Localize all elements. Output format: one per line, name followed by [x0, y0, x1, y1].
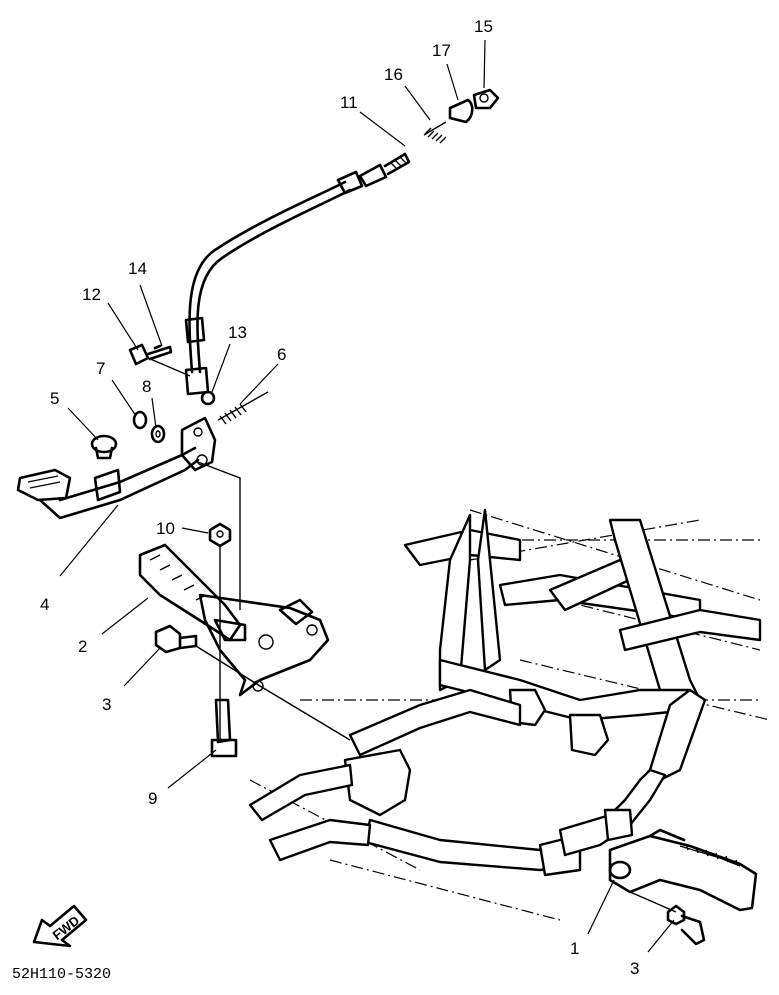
callout-2: 2: [78, 637, 87, 656]
pedal-cap: [90, 434, 118, 460]
callout-3-right: 3: [630, 959, 639, 978]
clevis: [448, 98, 474, 124]
drawing-code: 52H110-5320: [12, 966, 111, 983]
callout-5: 5: [50, 389, 59, 408]
callout-8: 8: [142, 377, 151, 396]
callout-4: 4: [40, 595, 49, 614]
callout-3-left: 3: [102, 695, 111, 714]
callout-11: 11: [340, 93, 358, 112]
vehicle-frame: [248, 508, 771, 921]
bolt-vertical: [210, 698, 238, 758]
bolt-right: [666, 904, 706, 946]
brake-cable: [184, 152, 411, 396]
callout-13: 13: [228, 323, 247, 342]
callout-16: 16: [384, 65, 403, 84]
callout-labels: 11 16 17 15 14 12 13 6 7 8 5 4 10 2 3 9 …: [40, 17, 639, 978]
cotter-washer: [200, 390, 216, 406]
washers: [132, 410, 166, 444]
brake-pedal: [16, 416, 217, 520]
callout-17: 17: [432, 41, 451, 60]
footrest-right: [608, 828, 758, 912]
footrest-left: [138, 543, 330, 697]
callout-15: 15: [474, 17, 493, 36]
cable-spring: [423, 121, 447, 144]
bolt-left: [154, 624, 198, 654]
callout-10: 10: [156, 519, 175, 538]
callout-7: 7: [96, 359, 105, 378]
callout-6: 6: [277, 345, 286, 364]
callout-12: 12: [82, 285, 101, 304]
callout-14: 14: [128, 259, 147, 278]
leader-lines: [59, 39, 677, 953]
cable-joint: [472, 88, 500, 110]
return-spring: [217, 391, 269, 425]
callout-9: 9: [148, 789, 157, 808]
nut: [208, 522, 232, 548]
forward-direction-arrow: FWD: [32, 904, 88, 948]
callout-1: 1: [570, 939, 579, 958]
